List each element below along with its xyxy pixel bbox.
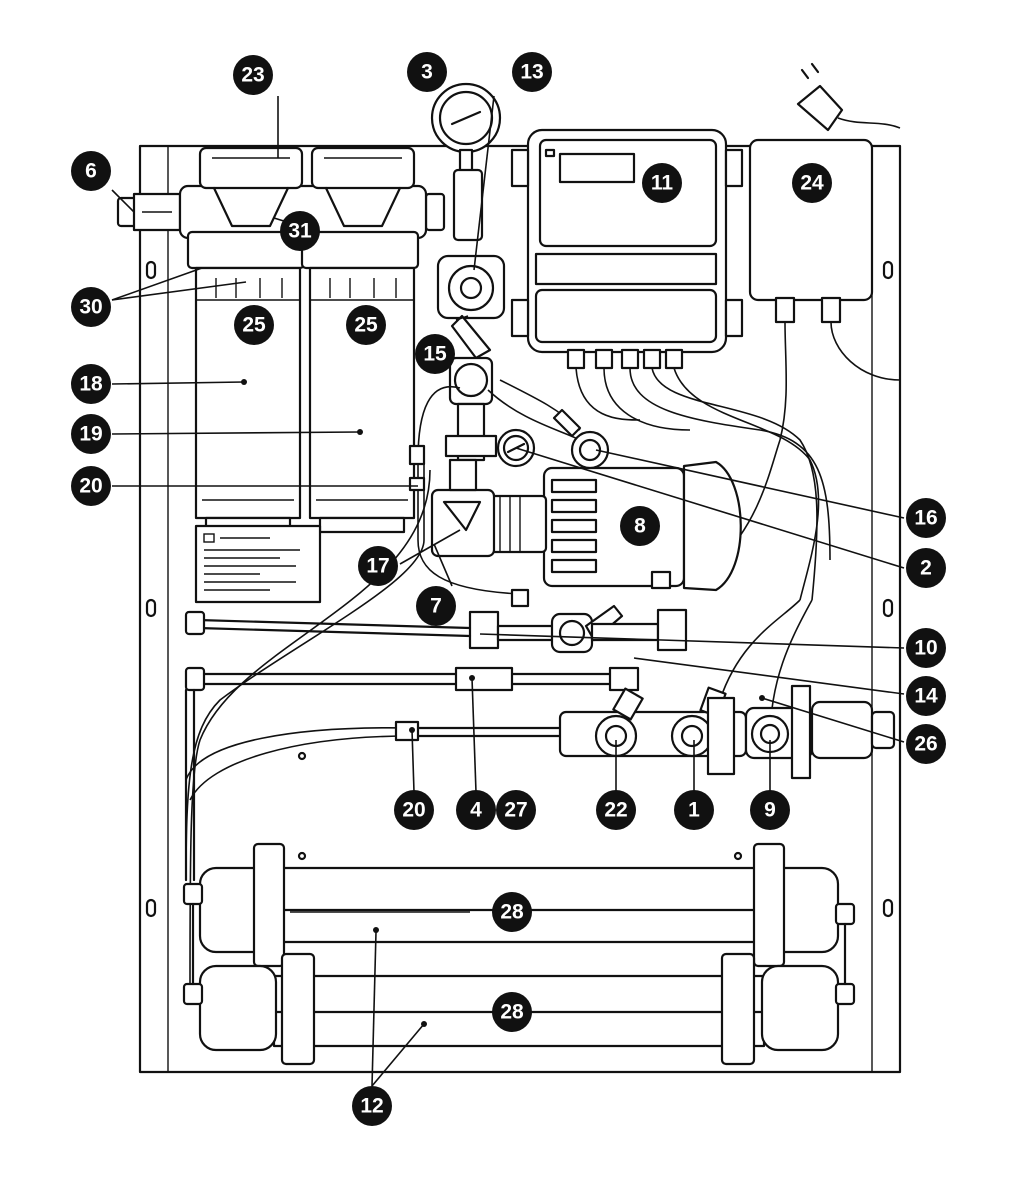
svg-text:14: 14 — [914, 685, 938, 708]
callout-20-upper: 20 — [71, 466, 111, 506]
svg-text:7: 7 — [430, 595, 442, 618]
filter-bowls — [194, 266, 416, 534]
valve-stack — [436, 168, 506, 462]
callout-7: 7 — [416, 586, 456, 626]
callout-8: 8 — [620, 506, 660, 546]
svg-text:17: 17 — [366, 555, 389, 578]
svg-text:20: 20 — [402, 799, 425, 822]
callout-27: 27 — [496, 790, 536, 830]
sensor-manifold — [185, 684, 896, 801]
callout-25-left: 25 — [234, 305, 274, 345]
svg-text:15: 15 — [423, 343, 447, 366]
pressure-gauge-top — [430, 82, 502, 174]
manifold — [184, 604, 688, 654]
svg-text:11: 11 — [651, 172, 674, 195]
tubing-bundle — [487, 367, 831, 741]
svg-text:3: 3 — [421, 61, 433, 84]
svg-text:25: 25 — [354, 314, 378, 337]
callout-19: 19 — [71, 414, 111, 454]
svg-text:9: 9 — [764, 799, 776, 822]
callout-25-right: 25 — [346, 305, 386, 345]
membrane-housing-bottom — [182, 902, 856, 1066]
svg-text:25: 25 — [242, 314, 266, 337]
callout-24: 24 — [792, 163, 832, 203]
svg-text:22: 22 — [604, 799, 627, 822]
svg-text:20: 20 — [79, 475, 102, 498]
callout-23: 23 — [233, 55, 273, 95]
callout-17: 17 — [358, 546, 398, 586]
svg-text:8: 8 — [634, 515, 646, 538]
flow-line — [184, 666, 640, 882]
callout-11: 11 — [642, 163, 682, 203]
callout-6: 6 — [71, 151, 111, 191]
svg-text:26: 26 — [914, 733, 937, 756]
callout-9: 9 — [750, 790, 790, 830]
svg-text:31: 31 — [288, 220, 312, 243]
svg-text:10: 10 — [914, 637, 937, 660]
callout-28-top: 28 — [492, 892, 532, 932]
callouts: 23 3 13 6 11 24 31 30 25 25 15 — [71, 52, 946, 1126]
svg-text:2: 2 — [920, 557, 932, 580]
callout-15: 15 — [415, 334, 455, 374]
pump-motor — [488, 460, 742, 592]
callout-18: 18 — [71, 364, 111, 404]
svg-text:6: 6 — [85, 160, 97, 183]
svg-text:1: 1 — [688, 799, 700, 822]
pump-head — [430, 458, 496, 558]
svg-text:12: 12 — [360, 1095, 383, 1118]
callout-31: 31 — [280, 211, 320, 251]
callout-13: 13 — [512, 52, 552, 92]
mounting-plate — [138, 144, 902, 1074]
svg-text:23: 23 — [241, 64, 264, 87]
callout-16: 16 — [906, 498, 946, 538]
callout-26: 26 — [906, 724, 946, 764]
svg-text:4: 4 — [470, 799, 482, 822]
callout-1: 1 — [674, 790, 714, 830]
rating-plate — [194, 524, 322, 604]
callout-3: 3 — [407, 52, 447, 92]
callout-30: 30 — [71, 287, 111, 327]
controller-box — [510, 128, 744, 370]
callout-28-bottom: 28 — [492, 992, 532, 1032]
svg-text:16: 16 — [914, 507, 937, 530]
svg-text:24: 24 — [800, 172, 824, 195]
svg-text:13: 13 — [520, 61, 543, 84]
power-box — [748, 62, 901, 441]
callout-10: 10 — [906, 628, 946, 668]
svg-text:18: 18 — [79, 373, 103, 396]
svg-text:30: 30 — [79, 296, 102, 319]
svg-text:28: 28 — [500, 1001, 524, 1024]
callout-4: 4 — [456, 790, 496, 830]
callout-14: 14 — [906, 676, 946, 716]
svg-text:19: 19 — [79, 423, 102, 446]
svg-text:27: 27 — [504, 799, 527, 822]
callout-22: 22 — [596, 790, 636, 830]
callout-2: 2 — [906, 548, 946, 588]
svg-text:28: 28 — [500, 901, 524, 924]
callout-12: 12 — [352, 1086, 392, 1126]
callout-20-lower: 20 — [394, 790, 434, 830]
